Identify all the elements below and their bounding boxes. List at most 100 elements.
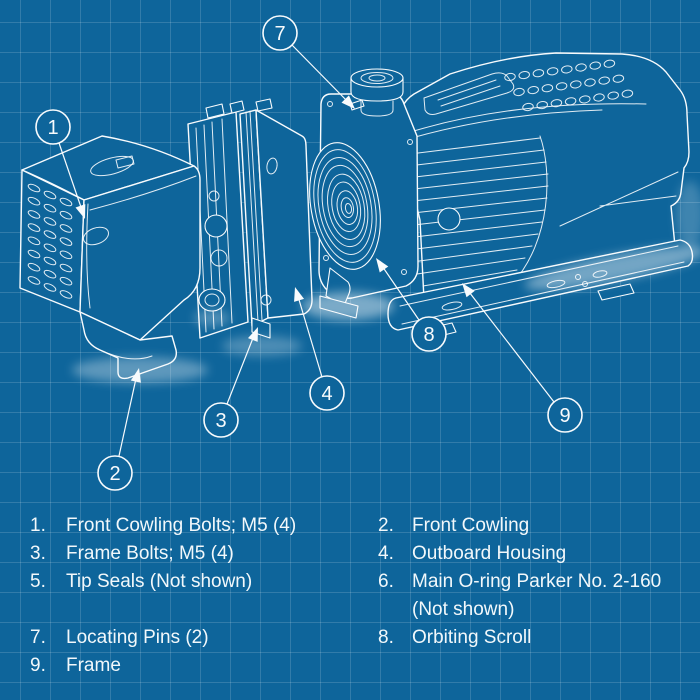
leader-line-1 [58, 142, 84, 214]
leader-line-3 [226, 332, 256, 405]
scroll-housing [309, 93, 419, 319]
arrowhead-1 [75, 204, 86, 219]
bottom-cylinder-bore [204, 293, 220, 307]
cowling-top-notch [115, 155, 135, 169]
base-foot [597, 283, 635, 301]
bottom-cylinder [198, 288, 226, 312]
grille-slot [59, 276, 73, 286]
scroll-ring [331, 181, 362, 233]
callout-9: 9 [462, 283, 583, 433]
glow [524, 246, 700, 290]
glow [72, 357, 208, 383]
legend-item-text: Main O-ring Parker No. 2-160 (Not shown) [412, 571, 662, 620]
leader-line-8 [379, 262, 420, 321]
cooling-fins [403, 137, 549, 298]
vent-slot [579, 95, 591, 104]
callout-number-2: 2 [109, 463, 120, 485]
pump-shoulder-crease [397, 103, 647, 143]
legend-item-text: Front Cowling [412, 515, 530, 536]
airbrush-glows [72, 181, 700, 383]
legend-item-number: 8. [378, 627, 394, 648]
arrowhead-2 [130, 368, 141, 383]
vent-slot [555, 82, 568, 91]
legend-item-number: 4. [378, 543, 394, 564]
grille-slot [59, 250, 73, 260]
scroll-ring [336, 190, 359, 225]
vent-slot [541, 84, 554, 93]
callout-number-4: 4 [321, 383, 332, 405]
vent-slot [593, 93, 605, 102]
orbiting-scroll [309, 142, 381, 270]
vent-slot [504, 72, 516, 82]
exploded-view-diagram: 1 2 3 4 [19, 15, 700, 491]
crank-boss-inner [210, 249, 228, 267]
vent-slot [522, 102, 534, 112]
grille-slot [27, 223, 41, 232]
scroll-ring [340, 197, 354, 219]
outboard-edge-ribs [245, 110, 263, 323]
callout-7: 7 [262, 15, 355, 109]
grille-slot [43, 283, 57, 292]
callout-1: 1 [35, 109, 86, 219]
callout-number-7: 7 [274, 23, 285, 45]
vent-slot [527, 86, 539, 95]
vent-slot [561, 65, 573, 74]
grille-slot [43, 256, 57, 266]
outboard-top-tab [255, 98, 273, 112]
vent-slot [532, 69, 545, 78]
inlet-port [350, 68, 404, 117]
legend-item-9: 9. Frame [30, 652, 378, 680]
housing-bolt [407, 139, 413, 145]
base-slot [441, 301, 463, 311]
grille-slot [59, 210, 73, 220]
legend-item-8: 8. Orbiting Scroll [378, 624, 688, 652]
cowling-corner-crease [86, 175, 197, 309]
glow [302, 292, 394, 320]
vent-slot [564, 97, 577, 106]
legend-item-number: 1. [30, 515, 46, 536]
callout-circle-8 [411, 316, 447, 352]
legend-item-number: 7. [30, 627, 46, 648]
port-top-ring [350, 68, 404, 88]
callouts: 1 2 3 4 [35, 15, 583, 491]
top-vent-grid [504, 59, 634, 112]
grille-slot [27, 262, 41, 272]
vent-slot [598, 76, 610, 85]
arrowhead-8 [376, 258, 389, 273]
legend-item-number: 9. [30, 655, 46, 676]
cowling-right-face [79, 165, 201, 341]
legend-item-5: 5. Tip Seals (Not shown) [30, 568, 378, 596]
pump-body [397, 52, 690, 301]
callout-circle-4 [309, 375, 345, 411]
vent-slot [607, 91, 619, 100]
grille-slot [59, 224, 73, 233]
legend-column-right: 2. Front Cowling 4. Outboard Housing 6. … [378, 512, 688, 680]
vent-slot [584, 78, 596, 87]
callout-circle-9 [547, 397, 583, 433]
grille-slot [43, 269, 57, 279]
grille-slot [27, 249, 41, 259]
glow [222, 336, 302, 356]
legend-item-number: 3. [30, 543, 46, 564]
arrowhead-9 [462, 283, 475, 298]
top-tab [229, 100, 245, 114]
grille-slot [43, 190, 57, 200]
vent-slot [550, 99, 563, 108]
leader-line-4 [296, 292, 323, 378]
outboard-housing [239, 98, 313, 339]
scroll-ring [313, 149, 377, 263]
crank-boss [204, 214, 228, 238]
housing-bolt [401, 269, 407, 275]
leader-line-9 [465, 287, 555, 403]
vent-slot [546, 67, 559, 76]
grille-slot [27, 210, 41, 219]
grille-slot [43, 217, 57, 226]
legend-item-text: Outboard Housing [412, 543, 567, 564]
grille-slot [27, 196, 41, 206]
scroll-ring [327, 173, 366, 240]
scroll-ring [317, 157, 373, 255]
pin-hole [208, 190, 220, 202]
legend-item-number: 5. [30, 571, 46, 592]
grille-slot [59, 263, 73, 273]
